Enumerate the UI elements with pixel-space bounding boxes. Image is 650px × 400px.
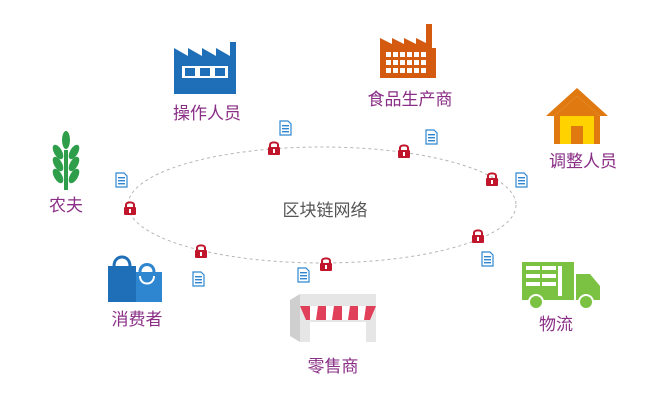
document-icon (515, 172, 528, 188)
lock-icon (472, 229, 484, 243)
label-food-producer: 食品生产商 (367, 90, 453, 110)
wheat-icon (48, 130, 84, 192)
lock-icon (398, 144, 410, 158)
label-operator: 操作人员 (173, 104, 241, 124)
document-icon (425, 129, 438, 145)
lock-icon (320, 257, 332, 271)
lock-icon (268, 141, 280, 155)
label-retail: 零售商 (307, 357, 359, 377)
network-label: 区块链网络 (282, 201, 368, 221)
label-consumer: 消费者 (111, 310, 163, 330)
lock-icon (195, 244, 207, 258)
label-logistics: 物流 (539, 315, 573, 335)
shopping-bag-icon (106, 252, 164, 304)
truck-icon (520, 258, 602, 310)
lock-icon (124, 201, 136, 215)
document-icon (481, 251, 494, 267)
label-adjuster: 调整人员 (549, 152, 617, 172)
factory-chimney-icon (378, 22, 442, 80)
lock-icon (486, 172, 498, 186)
label-farmer: 农夫 (49, 196, 83, 216)
document-icon (115, 172, 128, 188)
factory-icon (170, 38, 240, 96)
document-icon (192, 271, 205, 287)
document-icon (297, 267, 310, 283)
storefront-icon (286, 290, 380, 348)
document-icon (279, 120, 292, 136)
house-icon (544, 86, 610, 146)
